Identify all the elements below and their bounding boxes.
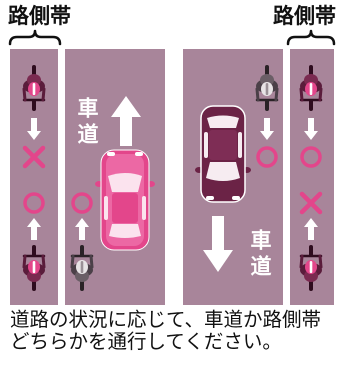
correct-circle-icon (71, 192, 93, 214)
caption-line-1: 道路の状況に応じて、車道か路側帯 (10, 308, 322, 331)
correct-circle-icon (256, 146, 278, 168)
correct-circle-icon (300, 146, 322, 168)
wrong-cross-icon (22, 145, 46, 169)
pink-car-icon (95, 149, 155, 251)
roadway-arrow-down-icon (203, 216, 233, 272)
right-roadway-label: 車道 (248, 229, 272, 281)
road-scene (8, 29, 336, 305)
correct-circle-icon (23, 192, 45, 214)
right-shoulder-brace (286, 29, 336, 46)
left-shoulder-label: 路側帯 (8, 4, 71, 28)
left-roadway-label: 車道 (75, 97, 99, 149)
wrong-cross-icon (299, 191, 323, 215)
dark-car-icon (195, 105, 251, 203)
roadway-arrow-up-icon (111, 96, 141, 146)
right-shoulder-label: 路側帯 (273, 4, 336, 28)
caption: 道路の状況に応じて、車道か路側帯 どちらかを通行してください。 (10, 309, 336, 353)
caption-line-2: どちらかを通行してください。 (10, 330, 282, 353)
left-shoulder-brace (8, 29, 62, 46)
